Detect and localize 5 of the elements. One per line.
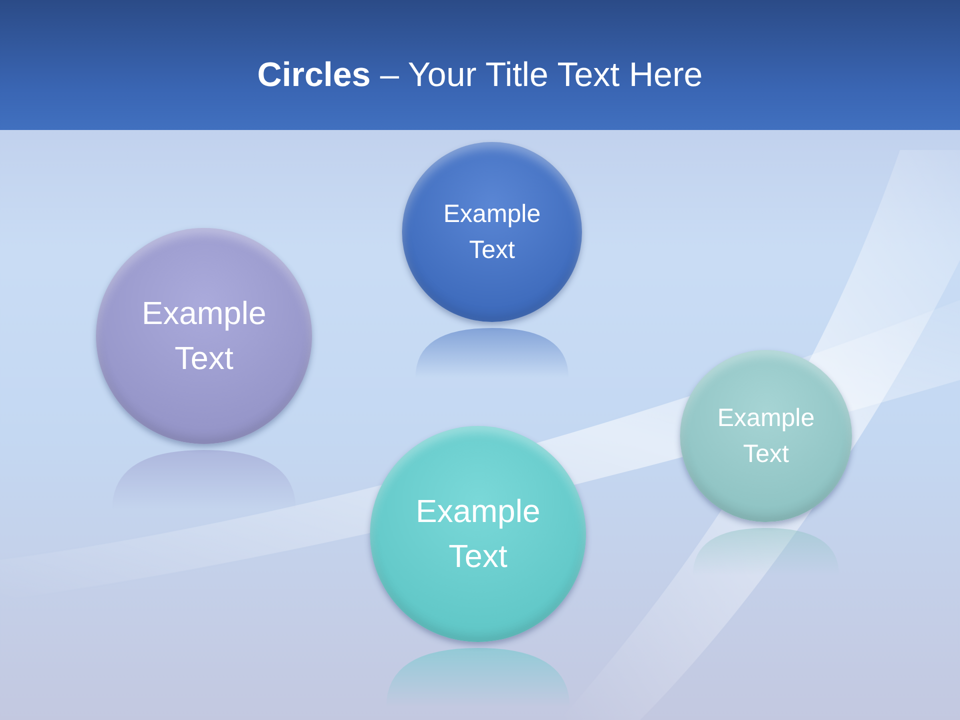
slide-title: Circles – Your Title Text Here xyxy=(257,55,703,96)
circle-label: Example Text xyxy=(442,199,542,266)
circle-label: Example Text xyxy=(140,294,268,378)
circle-label: Example Text xyxy=(414,492,542,576)
circle-label: Example Text xyxy=(716,403,816,470)
